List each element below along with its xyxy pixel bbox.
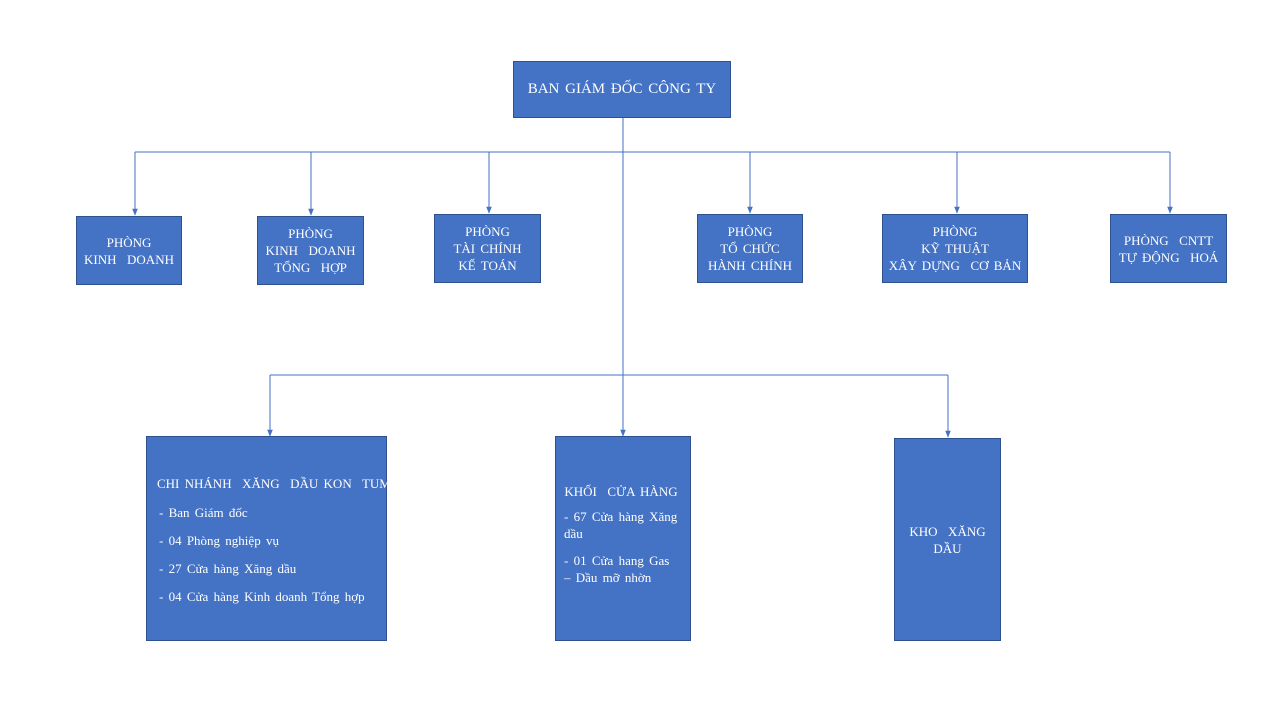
unit-item: - Ban Giám đốc (159, 505, 248, 520)
dept-line: PHÒNG (727, 224, 773, 239)
box-khoi-cua-hang: KHỐI CỬA HÀNG - 67 Cửa hàng Xăng dầu - 0… (555, 436, 691, 641)
box-phong-kinh-doanh-tong-hop: PHÒNG KINH DOANH TỔNG HỢP (257, 216, 364, 285)
box-chi-nhanh-kon-tum: CHI NHÁNH XĂNG DẦU KON TUM - Ban Giám đố… (146, 436, 391, 641)
dept-line: PHÒNG CNTT (1123, 232, 1214, 248)
root-label: BAN GIÁM ĐỐC CÔNG TY (527, 81, 717, 97)
unit-item: - 04 Cửa hàng Kinh doanh Tổng hợp (159, 589, 365, 604)
box-phong-kinh-doanh: PHÒNG KINH DOANH (76, 216, 182, 285)
depot-line: DẦU (933, 540, 962, 556)
dept-line: TỰ ĐỘNG HOÁ (1118, 249, 1219, 265)
dept-line: TÀI CHÍNH (453, 241, 522, 256)
unit-item: - 27 Cửa hàng Xăng dầu (159, 561, 297, 576)
depot-line: KHO XĂNG (909, 523, 986, 539)
dept-line: KINH DOANH (84, 251, 174, 267)
dept-line: PHÒNG (288, 226, 333, 241)
dept-line: KẾ TOÁN (458, 258, 517, 273)
box-phong-to-chuc-hanh-chinh: PHÒNG TỔ CHỨC HÀNH CHÍNH (697, 214, 803, 283)
dept-line: HÀNH CHÍNH (708, 258, 792, 273)
dept-line: PHÒNG (106, 234, 152, 250)
box-phong-tai-chinh-ke-toan: PHÒNG TÀI CHÍNH KẾ TOÁN (434, 214, 541, 283)
box-kho-xang-dau: KHO XĂNG DẦU (894, 438, 1001, 641)
dept-line: PHÒNG (932, 224, 978, 239)
box-phong-ky-thuat: PHÒNG KỸ THUẬT XÂY DỰNG CƠ BẢN (882, 214, 1028, 283)
dept-line: KINH DOANH (265, 243, 356, 258)
unit-item: - 01 Cửa hang Gas – Dầu mỡ nhờn (564, 553, 670, 585)
dept-line: KỸ THUẬT (921, 241, 989, 256)
dept-line: TỔNG HỢP (274, 260, 347, 275)
unit-item: - 67 Cửa hàng Xăng dầu (564, 509, 678, 541)
dept-line: PHÒNG (465, 224, 510, 239)
dept-line: XÂY DỰNG CƠ BẢN (888, 258, 1022, 273)
unit-title: KHỐI CỬA HÀNG (564, 484, 678, 499)
unit-title: CHI NHÁNH XĂNG DẦU KON TUM (157, 476, 391, 491)
dept-line: TỔ CHỨC (720, 241, 780, 256)
box-phong-cntt: PHÒNG CNTT TỰ ĐỘNG HOÁ (1110, 214, 1227, 283)
unit-item: - 04 Phòng nghiệp vụ (159, 533, 279, 548)
box-ban-giam-doc: BAN GIÁM ĐỐC CÔNG TY (513, 61, 731, 118)
